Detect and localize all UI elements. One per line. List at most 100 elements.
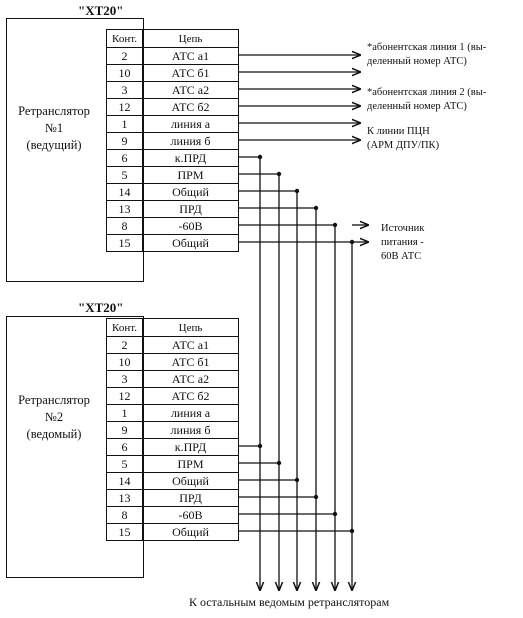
circuit-name: АТС б1 [142,64,239,82]
pin-number: 13 [106,200,143,218]
junction-dot [257,154,263,160]
circuit-name: Общий [142,234,239,252]
circuit-name: ПРД [142,200,239,218]
pin-number: 10 [106,64,143,82]
circuit-name: Общий [142,472,239,490]
circuit-name: линия б [142,132,239,150]
circuit-name: линия а [142,115,239,133]
pin-number: 9 [106,132,143,150]
circuit-name: АТС б1 [142,353,239,371]
pin-number: 3 [106,81,143,99]
pin-number: 2 [106,47,143,65]
pin-number: 8 [106,217,143,235]
pin-number: 14 [106,183,143,201]
circuit-name: АТС а2 [142,370,239,388]
pin-number: 5 [106,166,143,184]
pin-number: 12 [106,387,143,405]
footer-caption: К остальным ведомым ретрансляторам [189,595,390,609]
circuit-name: ПРМ [142,455,239,473]
junction-dot [349,239,355,245]
pin-row: 8-60В [106,217,239,235]
junction-dot [332,222,338,228]
col-circuit: Цепь [142,318,239,337]
repeater-2-role: (ведомый) [26,427,82,441]
repeater-1-number: №1 [44,121,64,135]
note-pcn-line: К линии ПЦН (АРМ ДПУ/ПК) [367,125,439,153]
note-line1-a: *абонентская линия 1 (вы- [367,42,487,53]
repeater-1-name: Ретранслятор №1 (ведущий) [6,103,102,154]
circuit-name: АТС а1 [142,336,239,354]
pin-number: 12 [106,98,143,116]
repeater-2-number: №2 [44,410,64,424]
note-power-b: питания - [381,237,424,248]
note-line1-b: деленный номер АТС) [367,56,467,67]
circuit-name: ПРМ [142,166,239,184]
repeater-2-connector-label: "XT20" [78,300,124,315]
pin-number: 1 [106,404,143,422]
col-circuit: Цепь [142,29,239,48]
pin-row: 8-60В [106,506,239,524]
circuit-name: к.ПРД [142,438,239,456]
pin-number: 3 [106,370,143,388]
repeater-1-connector-label: "XT20" [78,3,124,18]
junction-dot [276,171,282,177]
pin-number: 15 [106,523,143,541]
circuit-name: АТС б2 [142,387,239,405]
pin-number: 5 [106,455,143,473]
circuit-name: АТС а1 [142,47,239,65]
pin-number: 1 [106,115,143,133]
pin-number: 14 [106,472,143,490]
circuit-name: Общий [142,183,239,201]
circuit-name: -60В [142,217,239,235]
pin-number: 10 [106,353,143,371]
note-pcn-a: К линии ПЦН [367,126,430,137]
junction-dot [294,188,300,194]
note-power-a: Источник [381,223,425,234]
pin-number: 9 [106,421,143,439]
pin-number: 6 [106,149,143,167]
junction-dot [313,494,319,500]
note-line2-b: деленный номер АТС) [367,101,467,112]
junction-dot [349,528,355,534]
junction-dot [276,460,282,466]
junction-dot [294,477,300,483]
pin-number: 15 [106,234,143,252]
repeater-2-title: Ретранслятор [18,393,90,407]
pin-number: 2 [106,336,143,354]
circuit-name: линия а [142,404,239,422]
note-subscriber-line-2: *абонентская линия 2 (вы- деленный номер… [367,86,486,114]
pin-number: 6 [106,438,143,456]
circuit-name: АТС б2 [142,98,239,116]
note-subscriber-line-1: *абонентская линия 1 (вы- деленный номер… [367,41,486,69]
circuit-name: линия б [142,421,239,439]
circuit-name: -60В [142,506,239,524]
circuit-name: ПРД [142,489,239,507]
repeater-2-name: Ретранслятор №2 (ведомый) [6,392,102,443]
note-pcn-b: (АРМ ДПУ/ПК) [367,140,440,151]
col-contact: Конт. [106,318,143,337]
repeater-1-title: Ретранслятор [18,104,90,118]
